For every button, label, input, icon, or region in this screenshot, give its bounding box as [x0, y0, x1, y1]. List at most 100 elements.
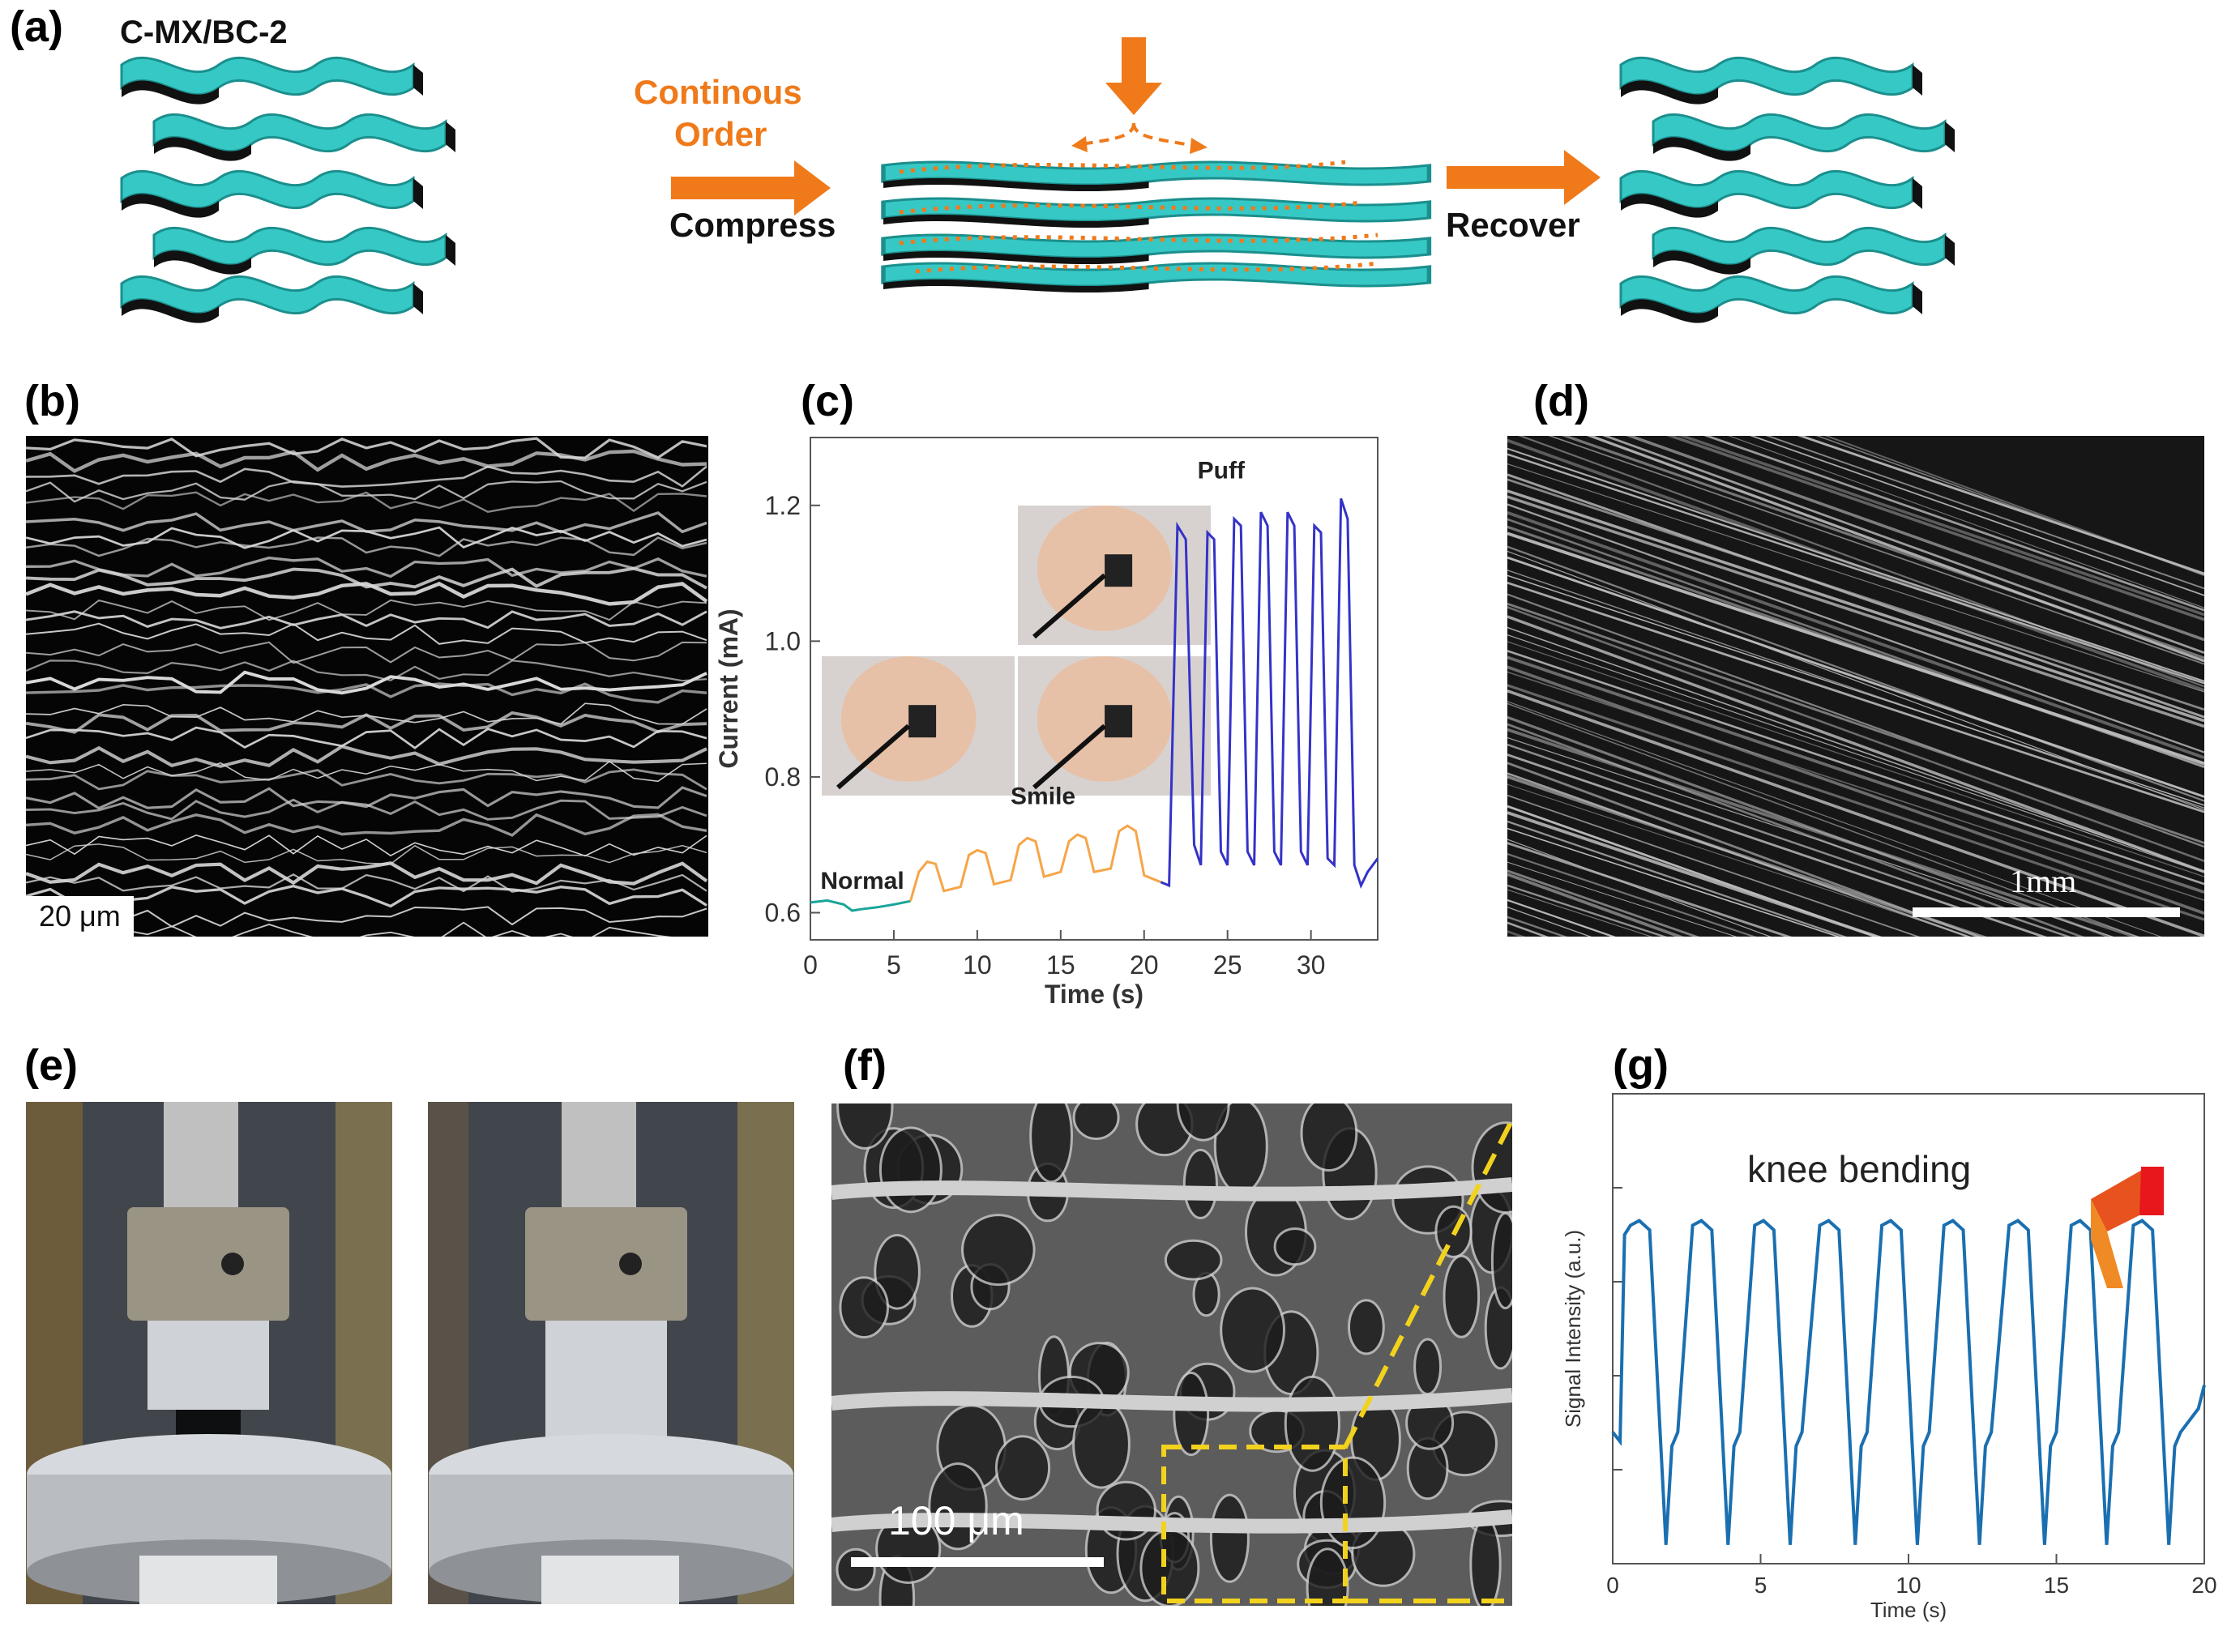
sem-channel — [1507, 531, 2204, 766]
sem-channel — [1507, 478, 2204, 711]
y-tick-label-c: 0.6 — [765, 898, 801, 927]
sem-fiber — [26, 768, 707, 791]
sem-channel — [1703, 436, 2204, 612]
press-arrow — [1105, 37, 1162, 115]
sensor-wire — [836, 724, 911, 790]
sem-pore — [839, 1276, 889, 1339]
sem-channel — [1507, 473, 2204, 719]
panel-label-f: (f) — [843, 1041, 887, 1090]
plot-frame-c — [810, 437, 1379, 941]
sem-fiber — [26, 682, 707, 704]
sem-channel — [1797, 436, 2204, 575]
sem-pore — [1182, 1148, 1218, 1219]
sem-channel — [1507, 783, 1971, 937]
sem-channel — [1507, 503, 2204, 753]
sem-pore — [1173, 1371, 1210, 1457]
x-axis-label-c: Time (s) — [1045, 980, 1143, 1009]
sem-channel — [1507, 447, 2204, 682]
sem-channel — [1507, 861, 1738, 937]
panel-label-g: (g) — [1613, 1041, 1669, 1090]
x-tick-label-c: 30 — [1297, 950, 1326, 980]
sensor-on-face — [1105, 554, 1133, 587]
scale-bar-f — [851, 1557, 1104, 1567]
sem-fiber — [26, 813, 707, 837]
sem-fiber — [26, 884, 707, 908]
sem-fiber — [26, 798, 707, 821]
sem-channel — [1507, 811, 1883, 937]
x-tick-label-c: 15 — [1046, 950, 1075, 980]
sem-channel — [1507, 581, 2204, 813]
sem-pore — [1273, 1227, 1317, 1266]
sem-image-d: 1mm — [1507, 436, 2204, 937]
sem-channel — [1507, 606, 2204, 863]
middle-stack — [883, 162, 1429, 292]
scale-label-d: 1mm — [2010, 863, 2077, 899]
sem-channel — [1507, 510, 2204, 759]
sem-channel — [1507, 570, 2204, 809]
sem-fiber — [26, 449, 707, 473]
sem-pore — [994, 1435, 1051, 1501]
sem-channel — [1507, 463, 2204, 693]
x-tick-label-c: 10 — [963, 950, 992, 980]
sem-fiber — [26, 861, 708, 886]
panel-label-c: (c) — [801, 377, 854, 425]
sem-fiber — [26, 480, 707, 503]
series-line-smile — [909, 824, 1161, 902]
sem-channel — [1507, 869, 1700, 937]
leg-upper — [2139, 1167, 2164, 1215]
sensor-wire — [1032, 573, 1107, 639]
sem-channel — [1507, 842, 1793, 937]
sem-channel — [1548, 436, 2204, 665]
sem-channel — [1678, 436, 2204, 617]
sem-fiber — [26, 760, 707, 783]
sem-channel — [1507, 684, 2204, 921]
sem-fiber — [26, 536, 707, 557]
sem-channel — [1507, 775, 1987, 937]
sem-channel — [1507, 650, 2204, 886]
compress-arrow — [671, 160, 831, 216]
x-tick-label-c: 0 — [803, 950, 818, 980]
scale-bar-d — [1913, 907, 2180, 917]
sem-channel — [1507, 593, 2204, 848]
sem-pore — [1164, 1239, 1223, 1281]
sem-channel — [1507, 873, 1685, 937]
sem-channel — [1824, 436, 2204, 576]
sem-channel — [1507, 702, 2139, 937]
y-tick-label-c: 1.2 — [765, 491, 801, 520]
panel-label-e: (e) — [24, 1041, 78, 1090]
sem-pore — [1306, 1547, 1349, 1606]
sem-wall — [831, 1388, 1512, 1412]
x-tick-label-g: 5 — [1755, 1573, 1767, 1598]
sem-pore — [961, 1214, 1036, 1287]
sem-channel — [1507, 556, 2204, 798]
sem-fiber — [26, 921, 672, 937]
zoom-box — [1161, 1118, 1512, 1603]
scale-label-f: 100 μm — [888, 1498, 1024, 1543]
sem-channel — [1507, 762, 1982, 937]
sem-channel — [1507, 665, 2204, 915]
knee-annotation: knee bending — [1747, 1148, 1972, 1190]
sem-fiber — [26, 582, 708, 606]
sem-fiber — [26, 437, 707, 459]
sem-pore — [928, 1462, 988, 1551]
sem-fiber — [26, 873, 707, 893]
sem-channel — [1765, 436, 2204, 590]
sem-channel — [1507, 641, 2204, 877]
sem-fiber — [26, 511, 707, 534]
sem-channel — [1507, 794, 1921, 937]
sem-channel — [1507, 853, 1757, 937]
x-tick-label-c: 25 — [1213, 950, 1242, 980]
sem-fiber — [26, 610, 707, 630]
x-tick-label-c: 20 — [1130, 950, 1159, 980]
sem-fiber — [26, 556, 707, 578]
sem-pore — [1348, 1299, 1385, 1355]
x-tick-label-g: 20 — [2191, 1573, 2216, 1598]
photo-compression-compressed — [428, 1102, 794, 1604]
sem-image-f: 100 μm — [831, 1103, 1512, 1606]
sem-channel — [1517, 436, 2204, 688]
annotation-puff: Puff — [1198, 457, 1246, 484]
series-line-normal — [810, 899, 911, 912]
face-photo — [822, 656, 1015, 796]
sem-wall — [831, 1509, 1512, 1534]
